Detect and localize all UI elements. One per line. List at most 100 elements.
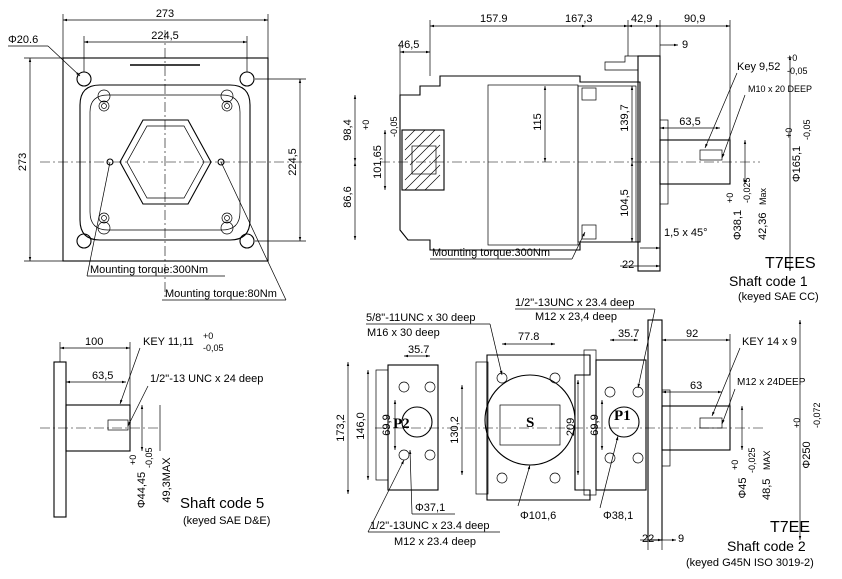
shaft-code-1: Shaft code 1 (729, 273, 808, 289)
dim-167: 167,3 (565, 13, 593, 25)
bolt-hole (76, 233, 92, 249)
thread-12-top: 1/2"-13UNC x 23.4 deep (515, 297, 634, 309)
svg-text:-0,05: -0,05 (802, 119, 812, 140)
thread-5: 1/2"-13 UNC x 24 deep (150, 373, 263, 385)
dia-4445: Φ44,45 (136, 472, 148, 508)
dim-width-outer: 273 (156, 8, 174, 20)
svg-text:+0: +0 (203, 331, 213, 341)
dim-357-right: 35.7 (618, 328, 639, 340)
dim-46: 46,5 (398, 39, 419, 51)
shaft-code-5: Shaft code 5 (180, 495, 264, 512)
dim-165: Φ165,1 (791, 146, 803, 182)
bolt-hole (239, 233, 255, 249)
port-s-block (486, 354, 591, 501)
flange-outline (62, 57, 269, 262)
svg-text:MAX: MAX (762, 450, 772, 470)
dim-209: 209 (565, 418, 577, 436)
thread-m12-shaft: M12 x 24DEEP (737, 377, 806, 388)
dia-250: Φ250 (801, 441, 813, 468)
dim-42: 42,9 (631, 13, 652, 25)
key-1111: KEY 11,11 (143, 336, 194, 348)
dim-9: 9 (682, 39, 688, 51)
svg-text:-0,072: -0,072 (812, 402, 822, 428)
dim-1460: 146,0 (355, 412, 367, 440)
dim-63: 63,5 (679, 116, 700, 128)
t7ees-side-view: 157.9 167,3 42,9 90,9 46,5 9 Key 9,52 +0… (342, 13, 819, 303)
svg-text:-0,05: -0,05 (787, 66, 808, 76)
dim-86: 86,6 (342, 186, 354, 207)
mounting-torque-300: Mounting torque:300Nm (90, 264, 208, 276)
thread-m12-top: M12 x 23,4 deep (535, 311, 617, 323)
dim-63-t7ee: 63 (690, 380, 702, 392)
flange-front-view: 273 224,5 273 224,5 Φ20.6 Mounting torqu… (8, 8, 306, 301)
dim-104: 104,5 (619, 189, 631, 217)
keyed-sae-de: (keyed SAE D&E) (183, 515, 270, 527)
dim-485: 48,5 (761, 479, 773, 500)
dim-357-left: 35.7 (408, 344, 429, 356)
dim-9-t7ee: 9 (678, 533, 684, 545)
dim-22: 22 (622, 259, 634, 271)
dim-63: 63,5 (92, 370, 113, 382)
svg-text:-0,05: -0,05 (389, 116, 399, 137)
svg-text:+0: +0 (787, 53, 797, 63)
mounting-flange (637, 55, 661, 272)
max-493: 49,3MAX (161, 457, 173, 503)
svg-text:+0: +0 (730, 460, 740, 470)
svg-text:-0,025: -0,025 (747, 447, 757, 473)
port-p2-label: P2 (393, 416, 410, 432)
mounting-face (79, 84, 251, 241)
t7ee-flange (647, 319, 663, 541)
chamfer: 1,5 x 45° (664, 227, 708, 239)
svg-text:-0,025: -0,025 (742, 177, 752, 203)
dim-778: 77.8 (518, 331, 539, 343)
dia-381: Φ38,1 (603, 510, 633, 522)
flange-edge (53, 361, 67, 518)
dim-101: 101,65 (372, 145, 384, 179)
thread-58: 5/8"-11UNC x 30 deep (366, 312, 475, 324)
keyed-g45n: (keyed G45N ISO 3019-2) (686, 557, 814, 569)
shaft-code-5-view: 100 63,5 KEY 11,11 +0 -0,05 1/2"-13 UNC … (40, 331, 270, 527)
dim-width-bolt: 224,5 (151, 30, 179, 42)
key-952: Key 9,52 (737, 61, 780, 73)
hole-diameter: Φ20.6 (8, 34, 38, 46)
shaft-code-2: Shaft code 2 (727, 538, 806, 554)
svg-text:+0: +0 (128, 455, 138, 465)
svg-text:-0,05: -0,05 (144, 447, 154, 468)
torque-t7ees: Mounting torque:300Nm (432, 247, 550, 259)
svg-text:-0,05: -0,05 (203, 343, 224, 353)
svg-text:+0: +0 (361, 120, 371, 130)
dia-371: Φ37,1 (415, 502, 445, 514)
dim-157: 157.9 (480, 13, 508, 25)
dim-90: 90,9 (684, 13, 705, 25)
model-t7ee: T7EE (770, 519, 810, 536)
dia-45: Φ45 (737, 477, 749, 498)
dim-139: 139,7 (619, 104, 631, 132)
bolt-hole (239, 71, 255, 87)
dim-1302: 130,2 (449, 416, 461, 444)
svg-text:Max: Max (758, 187, 768, 205)
dim-92: 92 (686, 328, 698, 340)
thread-m12-bottom: M12 x 23.4 deep (394, 536, 476, 548)
port-s-label: S (526, 415, 534, 431)
thread-12-bottom: 1/2"-13UNC x 23.4 deep (370, 520, 489, 532)
svg-text:+0: +0 (725, 193, 735, 203)
port-p1-label: P1 (614, 408, 631, 424)
m10-thread: M10 x 20 DEEP (748, 84, 812, 94)
dim-height-bolt: 224,5 (287, 148, 299, 176)
dim-699-left: 69,9 (381, 414, 393, 435)
dim-100: 100 (85, 336, 103, 348)
key-14x9: KEY 14 x 9 (742, 336, 797, 348)
dim-1732: 173,2 (335, 414, 347, 442)
dim-98: 98,4 (342, 119, 354, 140)
pump-body (399, 75, 641, 251)
dia-1016: Φ101,6 (520, 510, 556, 522)
keyed-sae-cc: (keyed SAE CC) (738, 291, 819, 303)
t7ee-front-view: P2 S P1 5/8"-11UNC x 30 deep M16 x 30 de… (335, 297, 822, 569)
svg-text:+0: +0 (792, 418, 802, 428)
bolt-hole (76, 71, 92, 87)
dim-38: Φ38,1 (732, 210, 744, 240)
dim-height-outer: 273 (17, 153, 29, 171)
hex-recess (119, 119, 212, 205)
thread-m16: M16 x 30 deep (367, 327, 440, 339)
